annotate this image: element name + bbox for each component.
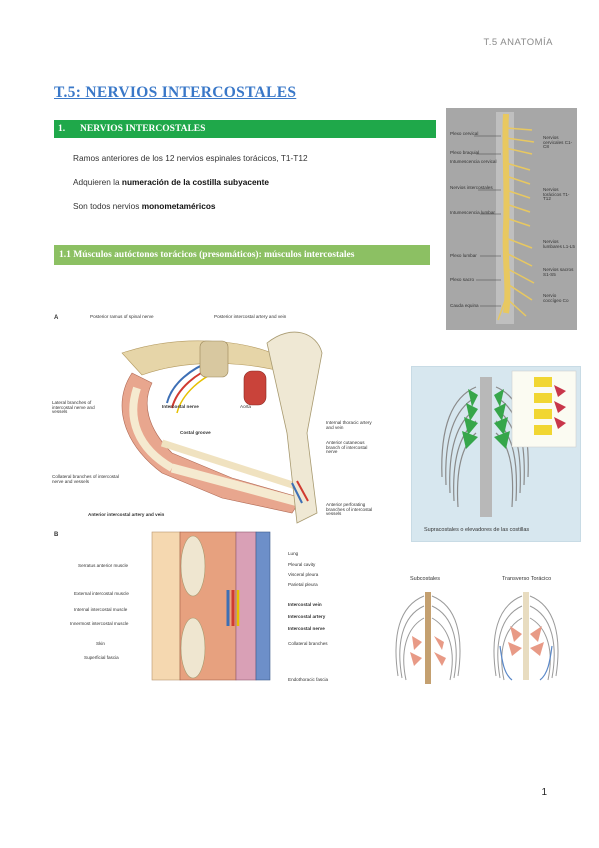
figure-c-illustration xyxy=(441,370,577,517)
figure-c-caption: Supracostales o elevadores de las costil… xyxy=(424,527,530,533)
figure-d-illustration xyxy=(395,592,559,684)
section-heading: NERVIOS INTERCOSTALES xyxy=(80,124,206,134)
section-number: 1. xyxy=(58,124,66,134)
spine-right-label-4: Nervios sacros S1-S5 xyxy=(543,267,574,277)
label-parietal-pleura: Parietal pleura xyxy=(288,582,318,587)
label-endothoracic: Endothoracic fascia xyxy=(288,677,329,682)
spine-right-label-2: Nervios torácicos T1-T12 xyxy=(543,187,570,202)
spine-label-5: Intumescencia lumbar xyxy=(450,210,495,215)
label-internal-thoracic: Internal thoracic artery and vein xyxy=(326,420,372,430)
label-superficial-fascia: Superficial fascia xyxy=(84,655,119,660)
label-skin: Skin xyxy=(96,641,105,646)
label-posterior-ramus: Posterior ramus of spinal nerve xyxy=(90,314,154,319)
label-serratus: Serratus anterior muscle xyxy=(78,563,129,568)
label-aorta: Aorta xyxy=(240,404,251,409)
section-heading-bar: 1. NERVIOS INTERCOSTALES xyxy=(54,120,436,138)
line-3-text: Son todos nervios xyxy=(73,201,142,211)
spine-label-7: Plexo sacro xyxy=(450,277,475,282)
subcostales-title: Subcostales xyxy=(410,576,440,582)
spine-label-4: Nervios intercostales xyxy=(450,185,493,190)
spine-label-2: Plexo braquial xyxy=(450,150,480,155)
page-number: 1 xyxy=(541,787,547,798)
subsection-heading: 1.1 Músculos autóctonos torácicos (preso… xyxy=(59,250,355,260)
figure-a-letter: A xyxy=(54,315,59,321)
spine-label-3: Intumescencia cervical xyxy=(450,159,497,164)
label-costal-groove: Costal groove xyxy=(180,430,211,435)
figure-a-intercostal-space: A Posterior ramus of spinal nerve Poster… xyxy=(52,313,374,525)
label-intercostal-vein: Intercostal vein xyxy=(288,602,322,607)
spine-right-label-3: Nervios lumbares L1-L5 xyxy=(543,239,575,249)
figure-d-thorax: Subcostales Transverso Torácico xyxy=(384,572,584,688)
spine-label-6: Plexo lumbar xyxy=(450,253,477,258)
paragraph-line-3: Son todos nervios monometaméricos xyxy=(73,201,216,211)
figure-b-illustration xyxy=(151,531,271,681)
spine-label-1: Plexo cervical xyxy=(450,131,479,136)
label-anterior-perforating: Anterior perforating branches of interco… xyxy=(326,502,373,517)
label-pleural-cavity: Pleural cavity xyxy=(288,562,316,567)
page-title: T.5: NERVIOS INTERCOSTALES xyxy=(54,84,297,101)
label-collateral-b: Collateral branches xyxy=(288,641,328,646)
label-visceral-pleura: Visceral pleura xyxy=(288,572,319,577)
figure-b-letter: B xyxy=(54,532,59,538)
label-intercostal-nerve-b: Intercostal nerve xyxy=(288,626,325,631)
label-posterior-artery: Posterior intercostal artery and vein xyxy=(214,314,287,319)
label-intercostal-artery: Intercostal artery xyxy=(288,614,326,619)
label-anterior-cutaneous: Anterior cutaneous branch of intercostal… xyxy=(326,440,368,455)
label-lung: Lung xyxy=(288,551,299,556)
figure-b-layers: B Serratus anterior muscle External inte… xyxy=(52,530,374,688)
transverso-title: Transverso Torácico xyxy=(502,576,552,582)
spine-right-label-5: Nervio coccígeo Co xyxy=(543,293,569,303)
spine-right-label-1: Nervios cervicales C1-C8 xyxy=(543,135,573,150)
line-3-bold: monometaméricos xyxy=(141,201,216,211)
header-section-label: T.5 ANATOMÍA xyxy=(483,37,553,48)
figure-a-illustration xyxy=(121,331,323,524)
paragraph-line-1: Ramos anteriores de los 12 nervios espin… xyxy=(73,153,308,163)
label-lateral-branches: Lateral branches of intercostal nerve an… xyxy=(52,400,95,415)
line-2-text: Adquieren la xyxy=(73,177,122,187)
label-collateral-branches: Collateral branches of intercostal nerve… xyxy=(52,474,119,484)
label-external-intercostal: External intercostal muscle xyxy=(74,591,129,596)
spinal-cord-illustration xyxy=(474,112,535,324)
label-internal-intercostal: Internal intercostal muscle xyxy=(74,607,128,612)
subsection-heading-bar: 1.1 Músculos autóctonos torácicos (preso… xyxy=(54,245,430,265)
label-intercostal-nerve: Intercostal nerve xyxy=(162,404,199,409)
label-anterior-artery: Anterior intercostal artery and vein xyxy=(88,512,165,517)
spine-label-8: Cauda equina xyxy=(450,303,479,308)
paragraph-line-2: Adquieren la numeración de la costilla s… xyxy=(73,177,269,187)
line-2-bold: numeración de la costilla subyacente xyxy=(121,177,269,187)
label-innermost-intercostal: Innermost intercostal muscle xyxy=(70,621,129,626)
figure-c-supracostales: Supracostales o elevadores de las costil… xyxy=(411,366,581,542)
spinal-cord-figure: Plexo cervical Plexo braquial Intumescen… xyxy=(446,108,577,330)
